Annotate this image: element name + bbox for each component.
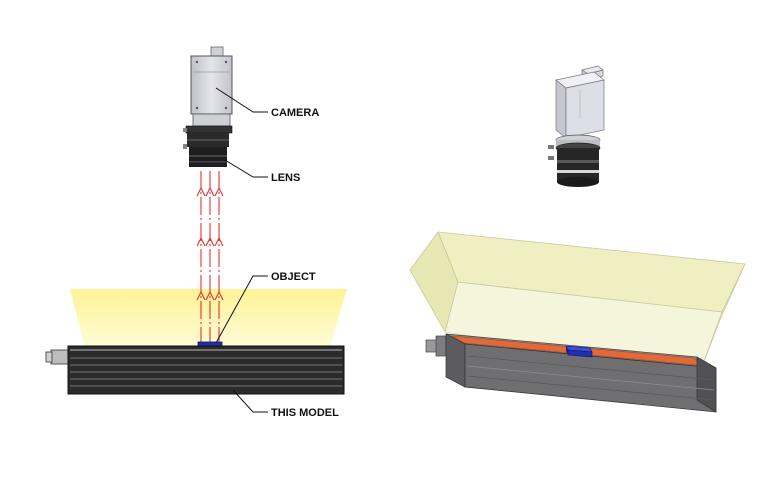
camera-label: CAMERA [271, 107, 319, 119]
isometric-view [409, 65, 746, 413]
light-fan [70, 289, 347, 347]
light-rays [196, 170, 224, 345]
camera-3d [555, 65, 605, 139]
object-label: OBJECT [271, 271, 316, 283]
this-model-label: THIS MODEL [271, 407, 339, 419]
side-view: CAMERA LENS OBJECT THIS MODEL [45, 46, 347, 419]
light-bar [45, 345, 345, 395]
lens-label: LENS [271, 172, 300, 184]
camera-body [190, 46, 233, 127]
lens-3d [548, 134, 601, 187]
lens-body [183, 125, 233, 167]
callout-leaders [215, 87, 268, 413]
object-3d [565, 345, 593, 358]
light-fan-3d [409, 231, 746, 373]
